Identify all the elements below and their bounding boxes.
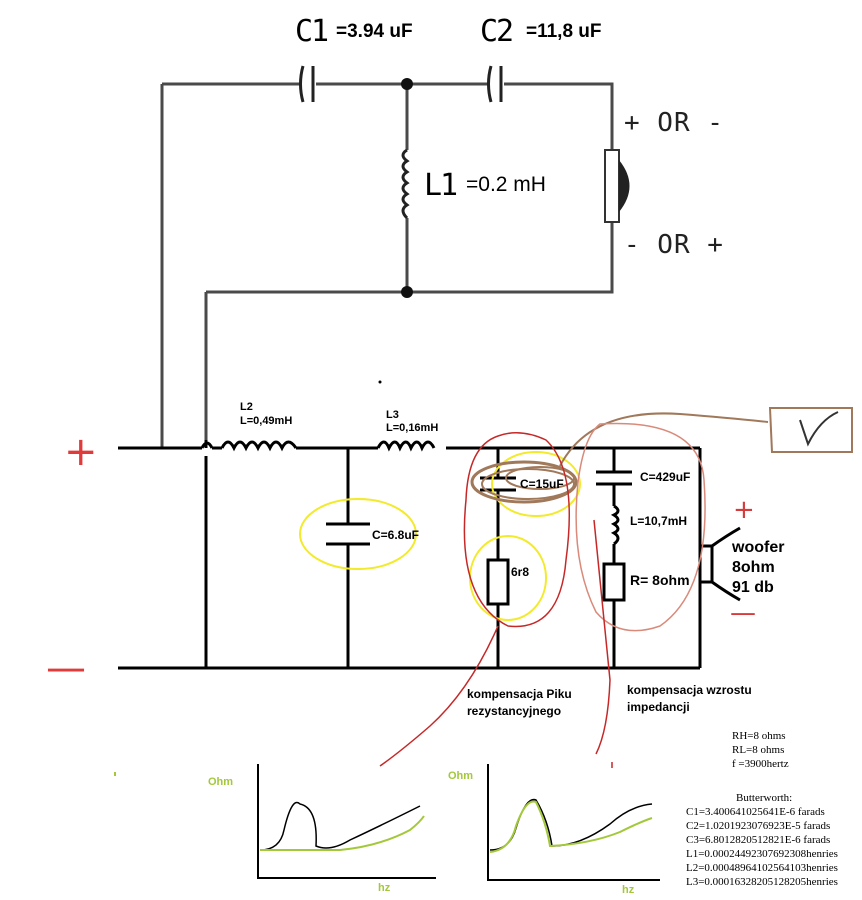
zobel-resistor: [602, 562, 626, 602]
woofer-line2: 8ohm: [732, 559, 775, 576]
yellow-oval-c15: [491, 451, 581, 517]
l3-name-label: L3: [386, 409, 399, 421]
input-plus-sign: +: [64, 429, 98, 475]
checkmark-box: [768, 407, 853, 453]
note-impedance-line1: kompensacja wzrostu: [627, 683, 752, 697]
graph-1-axes: [257, 764, 436, 879]
tweeter-section: [160, 65, 614, 448]
checkmark-icon: [799, 411, 839, 447]
graph-2-axes: [487, 764, 660, 881]
calc-l1: L1=0.00024492307692308henries: [686, 848, 838, 860]
c1-value-label: =3.94 uF: [336, 21, 413, 42]
calc-params: RH=8 ohms RL=8 ohms f =3900hertz: [732, 729, 789, 771]
woofer-line3: 91 db: [732, 579, 774, 596]
tweeter-speaker: [604, 149, 630, 223]
piku-resistor: [486, 558, 510, 606]
c-piku-label: C=15uF: [520, 477, 564, 491]
woofer-plus-sign: +: [733, 495, 755, 525]
tweeter-top-wire: [162, 82, 614, 150]
note-impedance: kompensacja wzrostu impedancji: [627, 682, 752, 716]
brown-scribble-1: [470, 460, 578, 504]
graph-1-curve-green: [260, 815, 425, 851]
c-shunt-capacitor: [326, 522, 370, 546]
salmon-loop-zobel: [575, 422, 706, 632]
l1-name-label: L1: [424, 168, 458, 203]
calc-title: Butterworth:: [736, 792, 793, 804]
graph-2-y-label: Ohm: [448, 770, 474, 782]
l2-value-label: L=0,49mH: [240, 415, 293, 427]
r-piku-label: 6r8: [511, 565, 530, 579]
brown-arc: [559, 412, 769, 467]
zobel-inductor: [610, 504, 620, 546]
l-zobel-label: L=10,7mH: [630, 514, 688, 528]
graph-1-x-label: hz: [378, 882, 391, 894]
l1-value-label: =0.2 mH: [466, 173, 546, 196]
junction-bottom: [401, 286, 413, 298]
junction-top: [401, 78, 413, 90]
tweeter-bottom-wire: [206, 222, 614, 294]
woofer-minus-sign: —: [730, 598, 756, 628]
woofer-speaker: [700, 526, 741, 602]
brown-scribble-2: [481, 468, 575, 500]
c2-capacitor: [487, 65, 503, 103]
graph-1-curve-black: [259, 801, 421, 851]
c2-name-label: C2: [480, 14, 514, 49]
r-zobel-label: R= 8ohm: [630, 572, 690, 588]
red-pointer-2: [593, 519, 611, 755]
graph-1: [257, 764, 436, 879]
l3-inductor: [376, 440, 436, 452]
note-piku-line1: kompensacja Piku: [467, 687, 572, 701]
graph-2: [487, 764, 660, 881]
calc-c2: C2=1.0201923076923E-5 farads: [686, 820, 831, 832]
polarity-top-label: + OR -: [624, 108, 724, 138]
graph-1-y-label: Ohm: [208, 776, 234, 788]
calc-rh: RH=8 ohms: [732, 730, 786, 742]
woofer-wiring: [118, 440, 741, 670]
c1-capacitor: [299, 65, 315, 103]
zobel-capacitor: [596, 470, 632, 486]
polarity-bottom-label: - OR +: [624, 230, 724, 260]
note-piku-line2: rezystancyjnego: [467, 704, 562, 718]
calc-results: Butterworth: C1=3.400641025641E-6 farads…: [686, 791, 838, 889]
brown-scribble-3: [505, 466, 575, 490]
l2-name-label: L2: [240, 401, 253, 413]
calc-f: f =3900hertz: [732, 758, 789, 770]
red-loop-piku: [463, 432, 570, 628]
red-pointer-1: [379, 625, 499, 767]
l3-value-label: L=0,16mH: [386, 422, 439, 434]
graph-2-curve-black: [489, 798, 653, 851]
note-impedance-line2: impedancji: [627, 700, 690, 714]
stray-dot: [378, 380, 382, 384]
graph-2-curve-green: [489, 800, 653, 853]
note-piku: kompensacja Piku rezystancyjnego: [467, 686, 572, 720]
input-minus-sign: —: [46, 645, 86, 691]
calc-l2: L2=0.00048964102564103henries: [686, 862, 838, 874]
annotations: [114, 407, 853, 776]
l1-inductor: [401, 148, 410, 220]
yellow-oval-c-shunt: [299, 498, 417, 570]
calc-c1: C1=3.400641025641E-6 farads: [686, 806, 825, 818]
calc-l3: L3=0.00016328205128205henries: [686, 876, 838, 888]
calc-c3: C3=6.8012820512821E-6 farads: [686, 834, 831, 846]
woofer-line1: woofer: [732, 539, 785, 556]
c1-name-label: C1: [295, 14, 329, 49]
c-zobel-label: C=429uF: [640, 470, 691, 484]
l2-inductor: [220, 440, 298, 452]
c-shunt-label: C=6.8uF: [372, 528, 420, 542]
c2-value-label: =11,8 uF: [526, 21, 602, 42]
graph-2-x-label: hz: [622, 884, 635, 896]
calc-rl: RL=8 ohms: [732, 744, 785, 756]
